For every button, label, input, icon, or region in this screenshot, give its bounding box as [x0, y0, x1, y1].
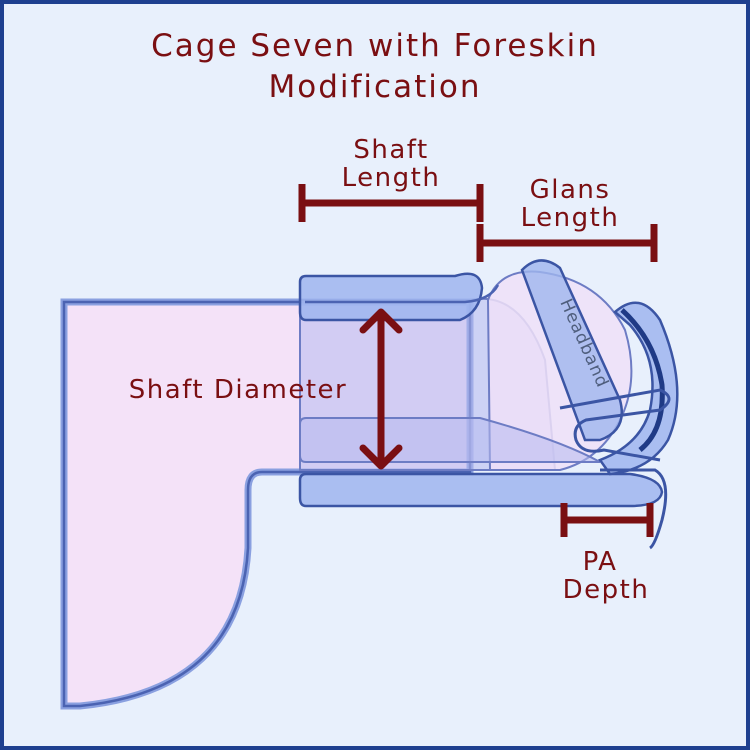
diagram-canvas: Cage Seven with Foreskin Modification Sh…: [60, 28, 679, 710]
pa-depth-label-line-2: Depth: [563, 575, 650, 605]
shaft-outline-line: [305, 284, 500, 304]
pa-depth-dimension: [560, 503, 654, 537]
cage-front-inner-line: [620, 308, 665, 452]
glans-length-dimension: [476, 224, 658, 262]
cage-mid-bar: [299, 417, 601, 463]
cage-bottom-ring: [298, 472, 664, 508]
body-outline: [62, 300, 472, 708]
pa-depth-label-line-1: PA: [583, 547, 618, 577]
shaft-length-label-line-1: Shaft: [353, 135, 428, 165]
glans-length-label-line-1: Glans: [530, 175, 611, 205]
shaft-diameter-label: Shaft Diameter: [129, 375, 347, 405]
pa-hook: [600, 468, 668, 550]
title-line-2: Modification: [269, 69, 482, 105]
shaft-diameter-arrow: [359, 308, 403, 470]
shaft-length-label-line-2: Length: [342, 163, 441, 193]
title-line-1: Cage Seven with Foreskin: [151, 28, 599, 64]
foreskin-loop: [559, 388, 671, 462]
shaft-length-dimension: [298, 184, 484, 222]
headband: [520, 259, 623, 442]
glans-length-label-line-2: Length: [521, 203, 620, 233]
cage-top-ring: [298, 272, 484, 322]
